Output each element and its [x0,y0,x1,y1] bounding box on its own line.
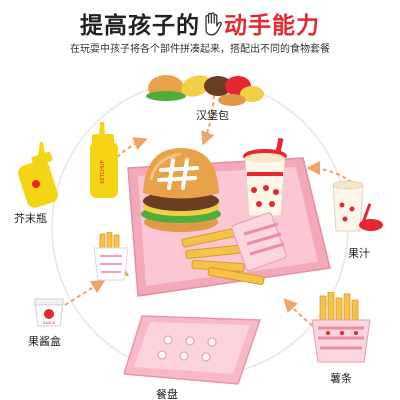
sauce-cup-text: SAUCE [43,321,55,325]
juice-image [332,180,383,232]
label-juice: 果汁 [348,247,370,260]
sauce-fries-box [93,232,129,281]
burger-parts-image [146,75,264,106]
label-burger: 汉堡包 [196,109,229,122]
subtitle: 在玩耍中孩子将各个部件拼凑起来，搭配出不同的食物套餐 [70,44,330,55]
ketchup-bottle: KETCHUP [90,122,118,198]
bottle-text: KETCHUP [100,160,106,183]
label-tray: 餐盘 [156,388,178,400]
headline: 提高孩子的动手能力 [0,6,400,40]
mustard-bottle-image [18,142,58,208]
arrow-sauce [64,279,106,306]
headline-dark-text: 提高孩子的 [80,13,200,39]
sauce-cup-image: SAUCE [34,298,64,327]
juice-cup [243,138,287,217]
arrow-burger [201,94,215,146]
tray-image [123,315,262,385]
fries-image [311,292,371,363]
label-fries: 薯条 [330,372,352,385]
label-sauce-box: 果酱盒 [28,335,61,348]
burger-image [141,148,221,232]
label-mustard: 芥末瓶 [14,212,47,225]
hand-icon [201,12,223,36]
fries-on-tray [181,212,287,285]
headline-red-text: 动手能力 [224,13,320,39]
arrow-juice [306,161,353,183]
